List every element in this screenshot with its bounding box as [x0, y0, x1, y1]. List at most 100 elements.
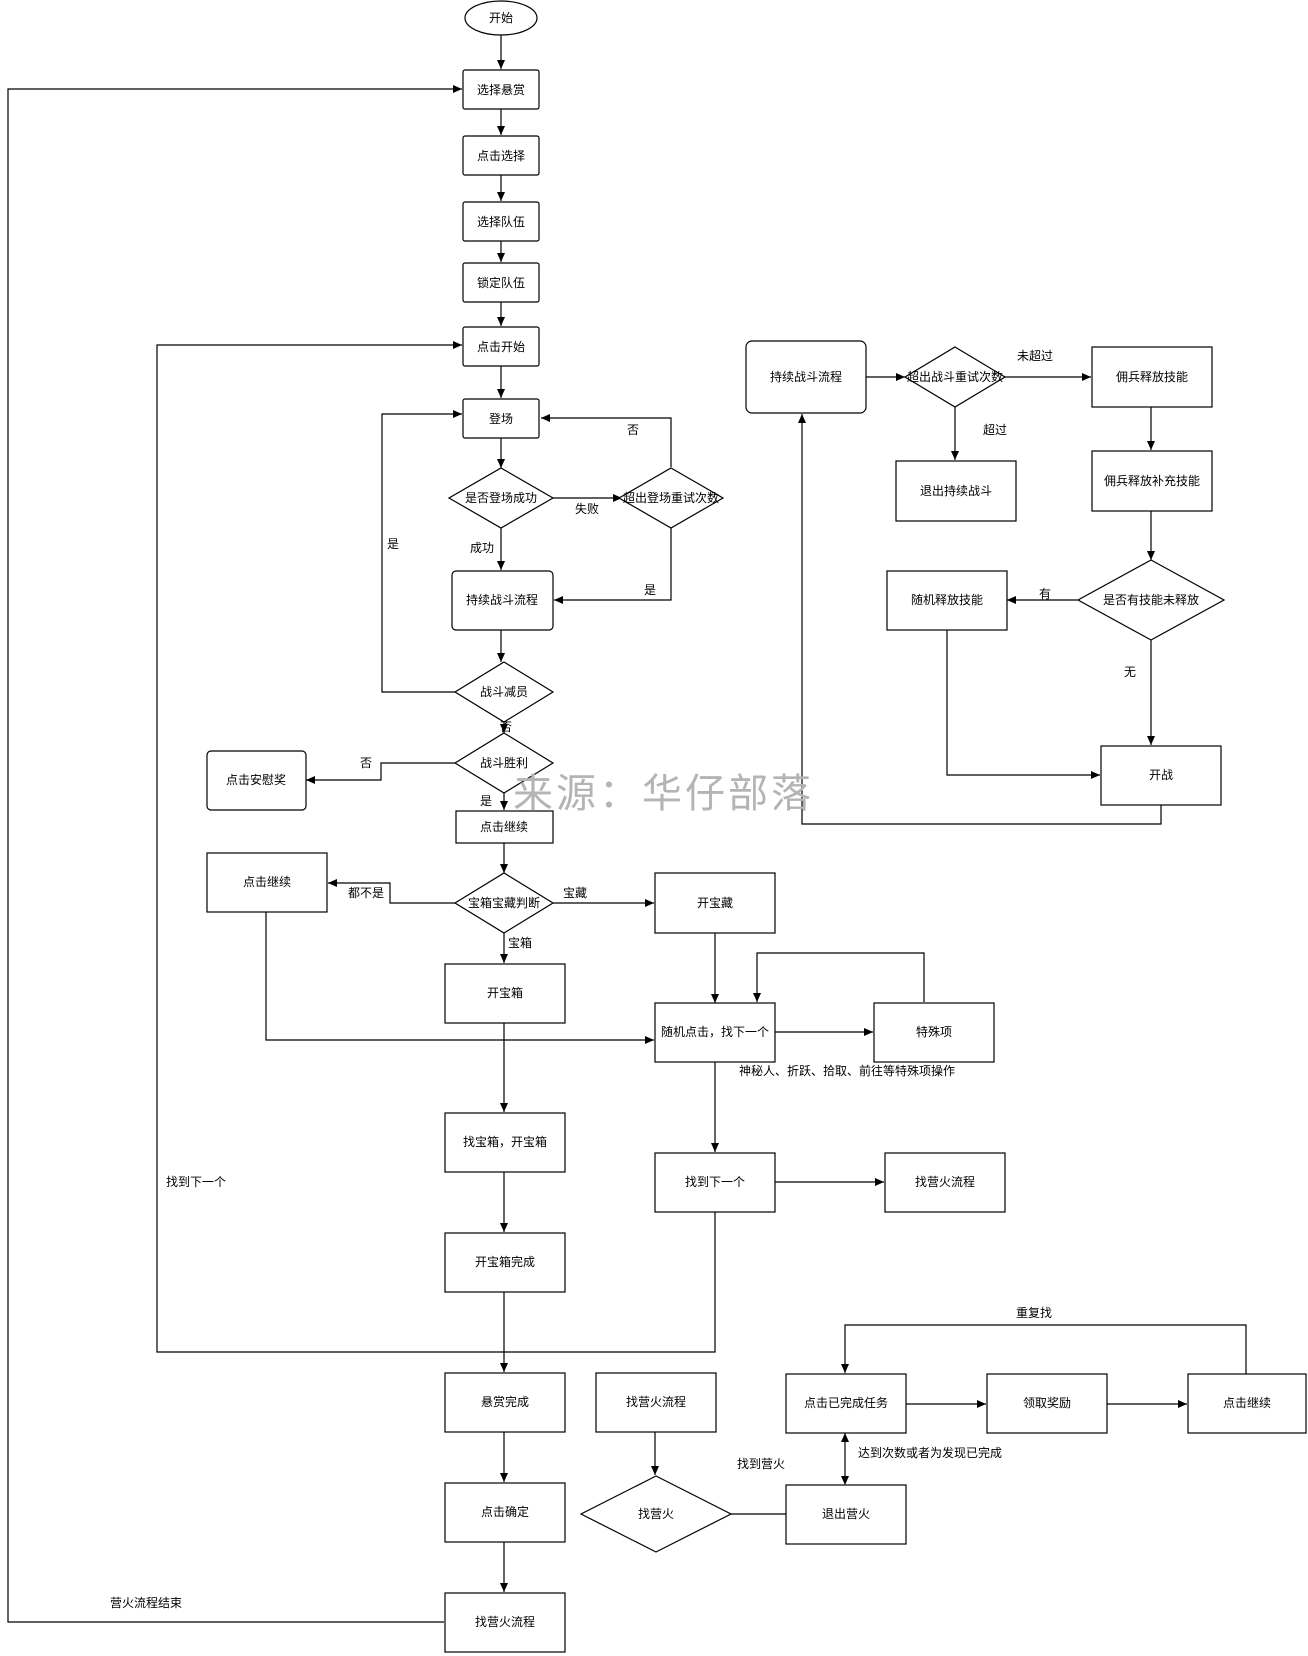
node-click-continue-1 — [455, 810, 554, 844]
node-click-continue-1-label: 点击继续 — [480, 820, 528, 834]
edge-label-no-retry: 否 — [627, 423, 639, 437]
node-deploy-retry — [617, 467, 725, 529]
node-r-merc-extra — [1091, 450, 1213, 512]
edge-victory-consolation — [306, 762, 455, 784]
node-find-campfire-flow-3 — [444, 1592, 566, 1653]
node-click-confirm — [444, 1482, 566, 1543]
watermark: 来源：华仔部落 — [513, 771, 814, 817]
edge-continue2-random — [265, 912, 654, 1044]
node-click-confirm-label: 点击确定 — [481, 1504, 529, 1519]
edge-label-fail: 失败 — [575, 501, 599, 516]
node-r-random-skill — [886, 570, 1008, 631]
node-click-start-label: 点击开始 — [477, 340, 525, 354]
node-special — [873, 1002, 995, 1063]
node-select-bounty-label: 选择悬赏 — [477, 83, 525, 97]
node-click-completed — [785, 1373, 907, 1434]
node-r-battle-flow — [745, 340, 867, 414]
node-find-next-label: 找到下一个 — [685, 1175, 745, 1189]
edge-campfire-select — [7, 85, 462, 1623]
node-click-continue-2-label: 点击继续 — [243, 875, 291, 889]
edge-labels: 失败 否 成功 是 是 否 否 是 都不是 宝藏 宝箱 神秘人、折跃、拾取、前往… — [110, 348, 1136, 1610]
node-open-treasure — [654, 872, 776, 934]
node-wipe — [453, 661, 555, 723]
node-find-next — [654, 1152, 776, 1213]
node-r-battle-flow-label: 持续战斗流程 — [770, 369, 842, 384]
node-deploy-success — [447, 467, 555, 529]
edge-label-reach-count: 达到次数或者为发现已完成 — [858, 1445, 1002, 1460]
edge-retry-battle — [554, 528, 672, 604]
node-find-chest-label: 找宝箱，开宝箱 — [463, 1134, 547, 1149]
node-click-continue-2 — [206, 852, 328, 913]
edge-label-exceed: 超过 — [983, 422, 1007, 437]
node-exit-campfire-label: 退出营火 — [822, 1507, 870, 1521]
node-click-continue-3-label: 点击继续 — [1223, 1396, 1271, 1410]
edge-findnext-start — [156, 341, 716, 1353]
edge-label-success: 成功 — [470, 541, 494, 555]
connectors — [7, 35, 1247, 1623]
edge-label-neither: 都不是 — [348, 886, 384, 900]
node-find-campfire-flow-2-label: 找营火流程 — [626, 1394, 686, 1409]
node-click-start — [462, 326, 540, 367]
node-bounty-done — [444, 1372, 566, 1433]
edge-label-special-note: 神秘人、折跃、拾取、前往等特殊项操作 — [739, 1063, 955, 1078]
node-r-merc-extra-label: 佣兵释放补充技能 — [1104, 473, 1200, 488]
node-open-chest-label: 开宝箱 — [487, 985, 523, 1000]
node-find-campfire-label: 找营火 — [638, 1507, 674, 1521]
node-chest-done-label: 开宝箱完成 — [475, 1254, 535, 1269]
node-r-exit-label: 退出持续战斗 — [920, 483, 992, 498]
node-find-campfire-flow-1 — [884, 1152, 1006, 1213]
node-random-click-label: 随机点击，找下一个 — [661, 1024, 769, 1039]
node-find-campfire-flow-2 — [595, 1372, 717, 1433]
node-deploy — [462, 398, 540, 439]
node-start-label: 开始 — [489, 11, 513, 25]
node-open-treasure-label: 开宝藏 — [697, 896, 733, 910]
node-chest-judge — [453, 872, 555, 934]
node-wipe-label: 战斗减员 — [480, 685, 528, 699]
edge-label-no-wipe: 否 — [500, 720, 512, 734]
node-chest-judge-label: 宝箱宝藏判断 — [468, 895, 540, 910]
edge-continue-completed — [841, 1324, 1247, 1374]
edge-label-campfire-end: 营火流程结束 — [110, 1595, 182, 1610]
edge-label-treasure: 宝藏 — [563, 886, 587, 900]
node-claim-reward — [986, 1373, 1108, 1434]
node-consolation — [206, 750, 307, 811]
node-deploy-retry-label: 超出登场重试次数 — [623, 490, 719, 505]
node-find-chest — [444, 1112, 566, 1173]
node-r-fight — [1100, 745, 1222, 806]
node-lock-team — [462, 262, 540, 303]
node-open-chest — [444, 963, 566, 1024]
node-battle-flow-label: 持续战斗流程 — [466, 592, 538, 607]
node-select-team — [462, 201, 540, 242]
edge-label-none: 无 — [1124, 665, 1136, 679]
edge-label-found-next: 找到下一个 — [166, 1175, 226, 1189]
edge-label-yes-retry: 是 — [644, 583, 656, 597]
node-special-label: 特殊项 — [916, 1024, 952, 1039]
node-claim-reward-label: 领取奖励 — [1023, 1396, 1071, 1410]
node-find-campfire-flow-1-label: 找营火流程 — [915, 1174, 975, 1189]
node-click-select-label: 点击选择 — [477, 149, 525, 163]
node-consolation-label: 点击安慰奖 — [226, 772, 286, 787]
edge-special-random — [753, 952, 925, 1002]
node-r-retry-label: 超出战斗重试次数 — [907, 369, 1003, 384]
node-click-completed-label: 点击已完成任务 — [804, 1395, 888, 1410]
node-r-merc-skill — [1091, 346, 1213, 408]
edge-label-no-victory: 否 — [360, 756, 372, 770]
edge-retry-deploy — [541, 414, 672, 467]
node-random-click — [654, 1002, 776, 1063]
edge-label-yes-victory: 是 — [480, 794, 492, 808]
node-bounty-done-label: 悬赏完成 — [481, 1394, 529, 1409]
edge-label-chest: 宝箱 — [508, 935, 532, 950]
edge-judge-continue2 — [328, 879, 455, 904]
node-chest-done — [444, 1232, 566, 1293]
edge-r-fight-battle — [798, 414, 1162, 825]
edge-label-has: 有 — [1039, 587, 1051, 601]
node-r-merc-skill-label: 佣兵释放技能 — [1116, 369, 1188, 384]
edge-label-yes-wipe: 是 — [387, 537, 399, 551]
node-deploy-success-label: 是否登场成功 — [465, 490, 537, 505]
node-click-select — [462, 135, 540, 176]
node-start — [464, 0, 538, 36]
node-battle-flow — [451, 570, 554, 631]
edge-label-not-exceed: 未超过 — [1017, 348, 1053, 363]
node-select-bounty — [462, 69, 540, 110]
